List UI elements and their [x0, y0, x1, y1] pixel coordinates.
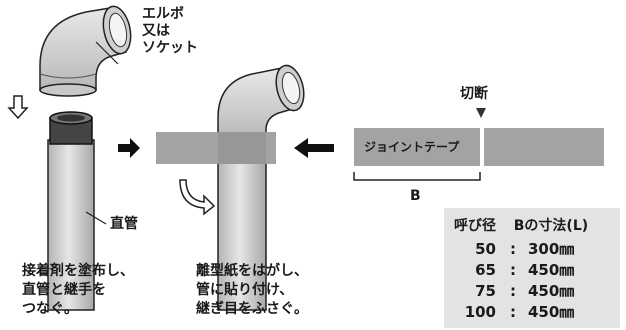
- straight-pipe-label: 直管: [110, 216, 138, 232]
- row-sep: :: [510, 240, 516, 258]
- elbow-leader-line: [95, 41, 119, 65]
- row-length: 450㎜: [528, 303, 575, 321]
- row-size: 50: [475, 240, 496, 258]
- row-length: 450㎜: [528, 282, 575, 300]
- row-length: 450㎜: [528, 261, 575, 279]
- row-sep: :: [510, 261, 516, 279]
- down-arrow-icon: [7, 95, 29, 120]
- pipe-leader-line: [85, 211, 107, 225]
- row-length: 300㎜: [528, 240, 575, 258]
- right-arrow-icon: [118, 138, 140, 158]
- elbow-label-line1: エルボ: [142, 6, 184, 22]
- wrap-arrow-icon: [179, 179, 216, 216]
- dimension-table: 呼び径 Bの寸法(L) 50 : 300㎜ 65 : 450㎜ 75 : 450…: [444, 208, 620, 328]
- elbow-label-line2: 又は: [142, 23, 170, 39]
- left-arrow-icon: [294, 138, 334, 158]
- row-sep: :: [510, 282, 516, 300]
- row-size: 100: [464, 303, 496, 321]
- cut-marker-icon: [476, 108, 486, 118]
- joint-tape-remainder: [484, 128, 604, 166]
- elbow-label: エルボ 又は ソケット: [142, 6, 198, 57]
- table-header: 呼び径 Bの寸法(L): [454, 218, 588, 235]
- step2-caption: 離型紙をはがし、 管に貼り付け、 継ぎ目をふさぐ。: [196, 262, 308, 319]
- header-size: 呼び径: [454, 218, 496, 234]
- assembled-pipe: [217, 64, 305, 311]
- step2-caption-line3: 継ぎ目をふさぐ。: [196, 301, 308, 317]
- elbow-fitting-1: [39, 5, 132, 97]
- step1-caption-line2: 直管と継手を: [22, 282, 106, 298]
- row-size: 75: [475, 282, 496, 300]
- cut-label: 切断: [460, 86, 488, 102]
- applied-tape: [156, 132, 276, 164]
- elbow-label-line3: ソケット: [142, 40, 198, 56]
- b-dimension-bracket: [353, 172, 481, 181]
- step1-caption: 接着剤を塗布し、 直管と継手を つなぐ。: [22, 262, 134, 319]
- b-label: B: [410, 188, 421, 204]
- step1-caption-line3: つなぐ。: [22, 301, 78, 317]
- step1-caption-line1: 接着剤を塗布し、: [22, 263, 134, 279]
- joint-tape-strip: [354, 128, 480, 166]
- row-size: 65: [475, 261, 496, 279]
- straight-pipe-1: [47, 111, 95, 311]
- header-length: Bの寸法(L): [513, 218, 589, 234]
- step2-caption-line2: 管に貼り付け、: [196, 282, 294, 298]
- row-sep: :: [510, 303, 516, 321]
- step2-caption-line1: 離型紙をはがし、: [196, 263, 308, 279]
- tape-label: ジョイントテープ: [364, 140, 460, 154]
